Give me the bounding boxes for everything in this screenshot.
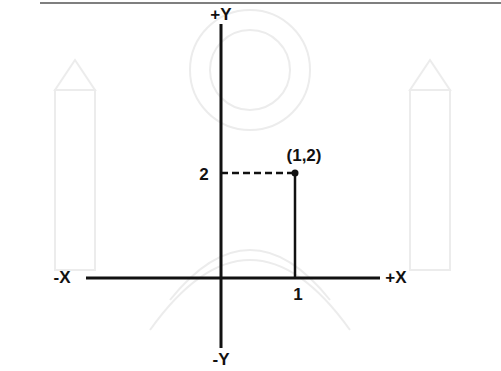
tick-label: 2 xyxy=(199,166,208,183)
point-label: (1,2) xyxy=(287,147,322,164)
vertical-projection xyxy=(294,173,297,278)
top-rule xyxy=(40,2,501,4)
y-axis xyxy=(220,24,223,348)
x-axis xyxy=(86,277,380,280)
dashed-projection xyxy=(221,172,295,175)
point-marker xyxy=(292,170,299,177)
axis-label: -X xyxy=(54,269,71,286)
watermark xyxy=(55,10,450,330)
axis-label: -Y xyxy=(213,351,230,368)
tick-label: 1 xyxy=(293,286,302,303)
axis-label: +X xyxy=(385,269,406,286)
axis-label: +Y xyxy=(210,6,231,23)
